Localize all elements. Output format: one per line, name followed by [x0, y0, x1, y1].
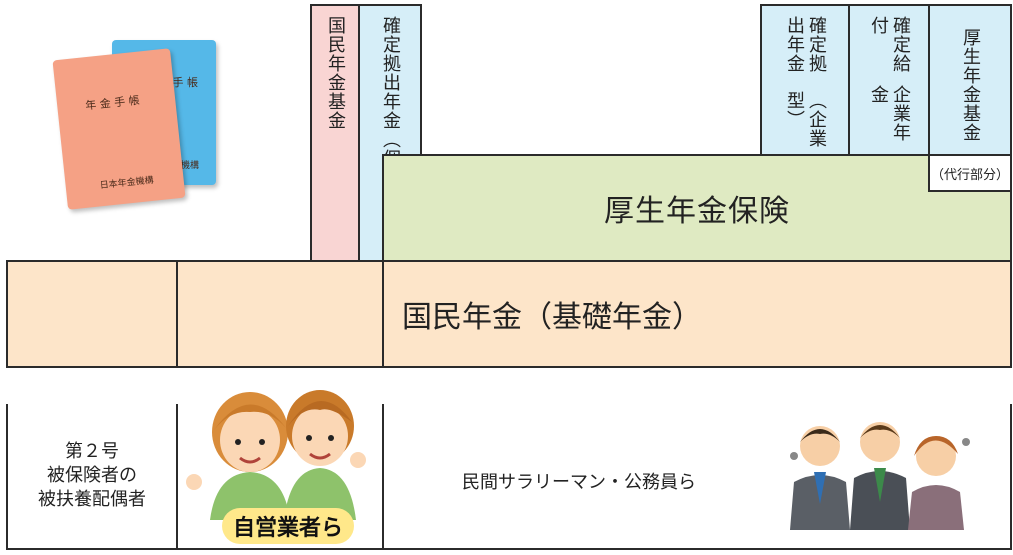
booklet-back-issuer: 金機構: [172, 161, 200, 171]
dependent-label-line3: 被扶養配偶者: [38, 489, 146, 510]
epf-sub-box: （代行部分）: [928, 154, 1012, 192]
epf-label: 厚生年金基金: [960, 28, 981, 142]
self-employed-label: 自営業者ら: [222, 508, 354, 544]
booklet-front-title: 年 金 手 帳: [84, 93, 141, 113]
self-employed-illustration: [186, 390, 366, 520]
self-employed-label-text: 自営業者ら: [232, 516, 343, 541]
employees-label: 民間サラリーマン・公務員ら: [462, 468, 696, 494]
group-bracket-employees: [382, 404, 1012, 550]
employees-pension-label: 厚生年金保険: [604, 194, 790, 229]
national-pension-cell-dependent: [6, 260, 178, 368]
booklet-front-issuer: 日本年金機構: [99, 175, 155, 192]
defined-benefit-box: 確定給付 企業年金: [848, 4, 930, 156]
national-pension-label: 国民年金（基礎年金）: [402, 300, 702, 335]
dependent-label-line2: 被保険者の: [47, 465, 137, 486]
dependent-spouse-label: 第２号 被保険者の 被扶養配偶者: [8, 440, 176, 512]
national-pension-box: 国民年金（基礎年金）: [382, 260, 1012, 368]
defined-benefit-label-line2: 企業年金: [868, 85, 911, 142]
epf-sub-label: （代行部分）: [930, 167, 1009, 183]
corporate-dc-label-line2: （企業型）: [784, 91, 827, 149]
corporate-dc-box: 確定拠出年金 （企業型）: [760, 4, 850, 156]
pension-booklet-front: 年 金 手 帳 日本年金機構: [52, 48, 186, 210]
defined-benefit-label-line1: 確定給付: [868, 16, 911, 73]
employees-label-text: 民間サラリーマン・公務員ら: [462, 472, 696, 493]
dependent-label-line1: 第２号: [65, 441, 119, 462]
ideco-label-line1: 確定拠出年金: [380, 16, 401, 130]
epf-box: 厚生年金基金: [928, 4, 1012, 156]
office-workers-illustration: [790, 422, 970, 530]
corporate-dc-label-line1: 確定拠出年金: [784, 16, 827, 73]
national-pension-cell-self-employed: [176, 260, 384, 368]
national-pension-fund-box: 国民年金基金: [310, 4, 360, 262]
national-pension-fund-label: 国民年金基金: [325, 16, 346, 130]
employees-pension-box: 厚生年金保険: [382, 154, 1012, 262]
